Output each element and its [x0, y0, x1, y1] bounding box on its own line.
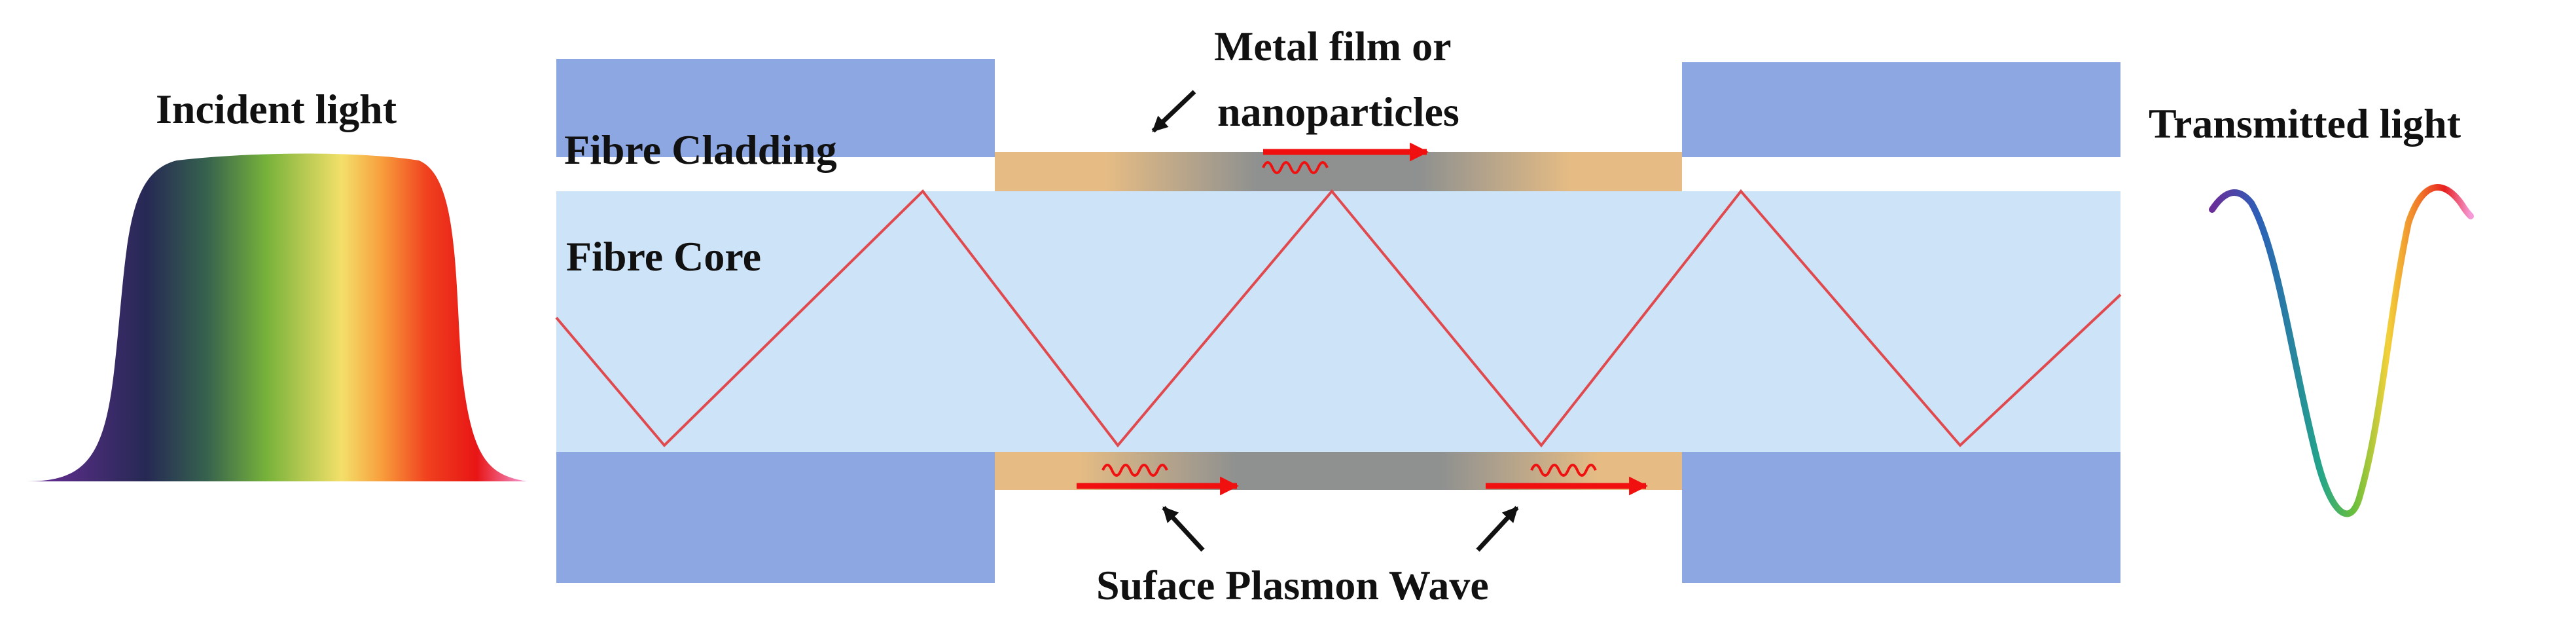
plasmon-wave-bottom-right	[1486, 464, 1648, 496]
metal-film-top	[995, 152, 1682, 191]
wavy-arrow-icon	[1262, 161, 1329, 174]
pointer-arrow-wave-right	[1476, 506, 1519, 552]
incident-light-label: Incident light	[156, 86, 397, 132]
metal-film-label-line1: Metal film or	[1214, 23, 1452, 69]
incident-spectrum-curve	[26, 153, 527, 481]
plasmon-wave-top	[1262, 142, 1429, 174]
fibre-cladding-label: Fibre Cladding	[564, 126, 837, 173]
transmitted-spectrum-curve	[2209, 184, 2474, 517]
cladding-top-right	[1682, 62, 2120, 157]
cladding-top-left	[556, 59, 995, 157]
surface-plasmon-wave-label: Suface Plasmon Wave	[1096, 562, 1489, 608]
pointer-arrow-wave-left	[1162, 506, 1205, 552]
cladding-bottom-left	[556, 445, 995, 583]
light-ray-path	[555, 189, 2122, 448]
transmitted-light-label: Transmitted light	[2149, 100, 2461, 147]
fibre-core-label: Fibre Core	[566, 233, 761, 280]
plasmon-wave-bottom-left	[1077, 464, 1239, 496]
metal-film-label-line2: nanoparticles	[1217, 88, 1459, 135]
wavy-arrow-icon	[1101, 464, 1168, 477]
wavy-arrow-icon	[1530, 464, 1597, 477]
pointer-arrow-metal-film	[1151, 90, 1196, 133]
fibre-core	[556, 191, 2120, 452]
cladding-bottom-right	[1682, 445, 2120, 583]
